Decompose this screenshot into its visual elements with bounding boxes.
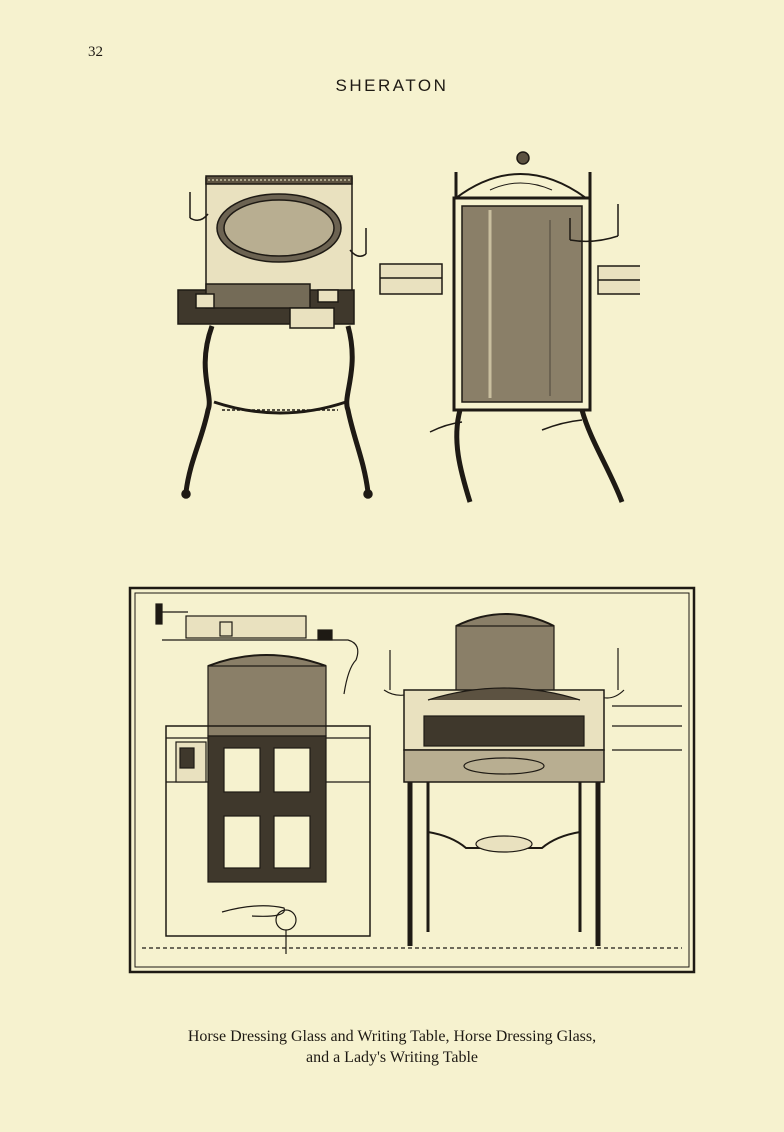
horse-dressing-glass-writing-table-engraving	[177, 175, 373, 499]
page-number: 32	[88, 44, 103, 60]
caption-line-1: Horse Dressing Glass and Writing Table, …	[187, 1028, 597, 1045]
caption-line-2: and a Lady's Writing Table	[305, 1049, 479, 1066]
horse-dressing-glass-plan-engraving	[155, 603, 371, 954]
running-head: SHERATON	[335, 76, 449, 95]
bottom-illustration	[128, 586, 696, 974]
top-illustration	[170, 140, 640, 520]
ladys-writing-table-engraving	[142, 613, 682, 949]
figure-caption: Horse Dressing Glass and Writing Table, …	[0, 1026, 784, 1068]
horse-dressing-glass-engraving	[379, 151, 640, 503]
